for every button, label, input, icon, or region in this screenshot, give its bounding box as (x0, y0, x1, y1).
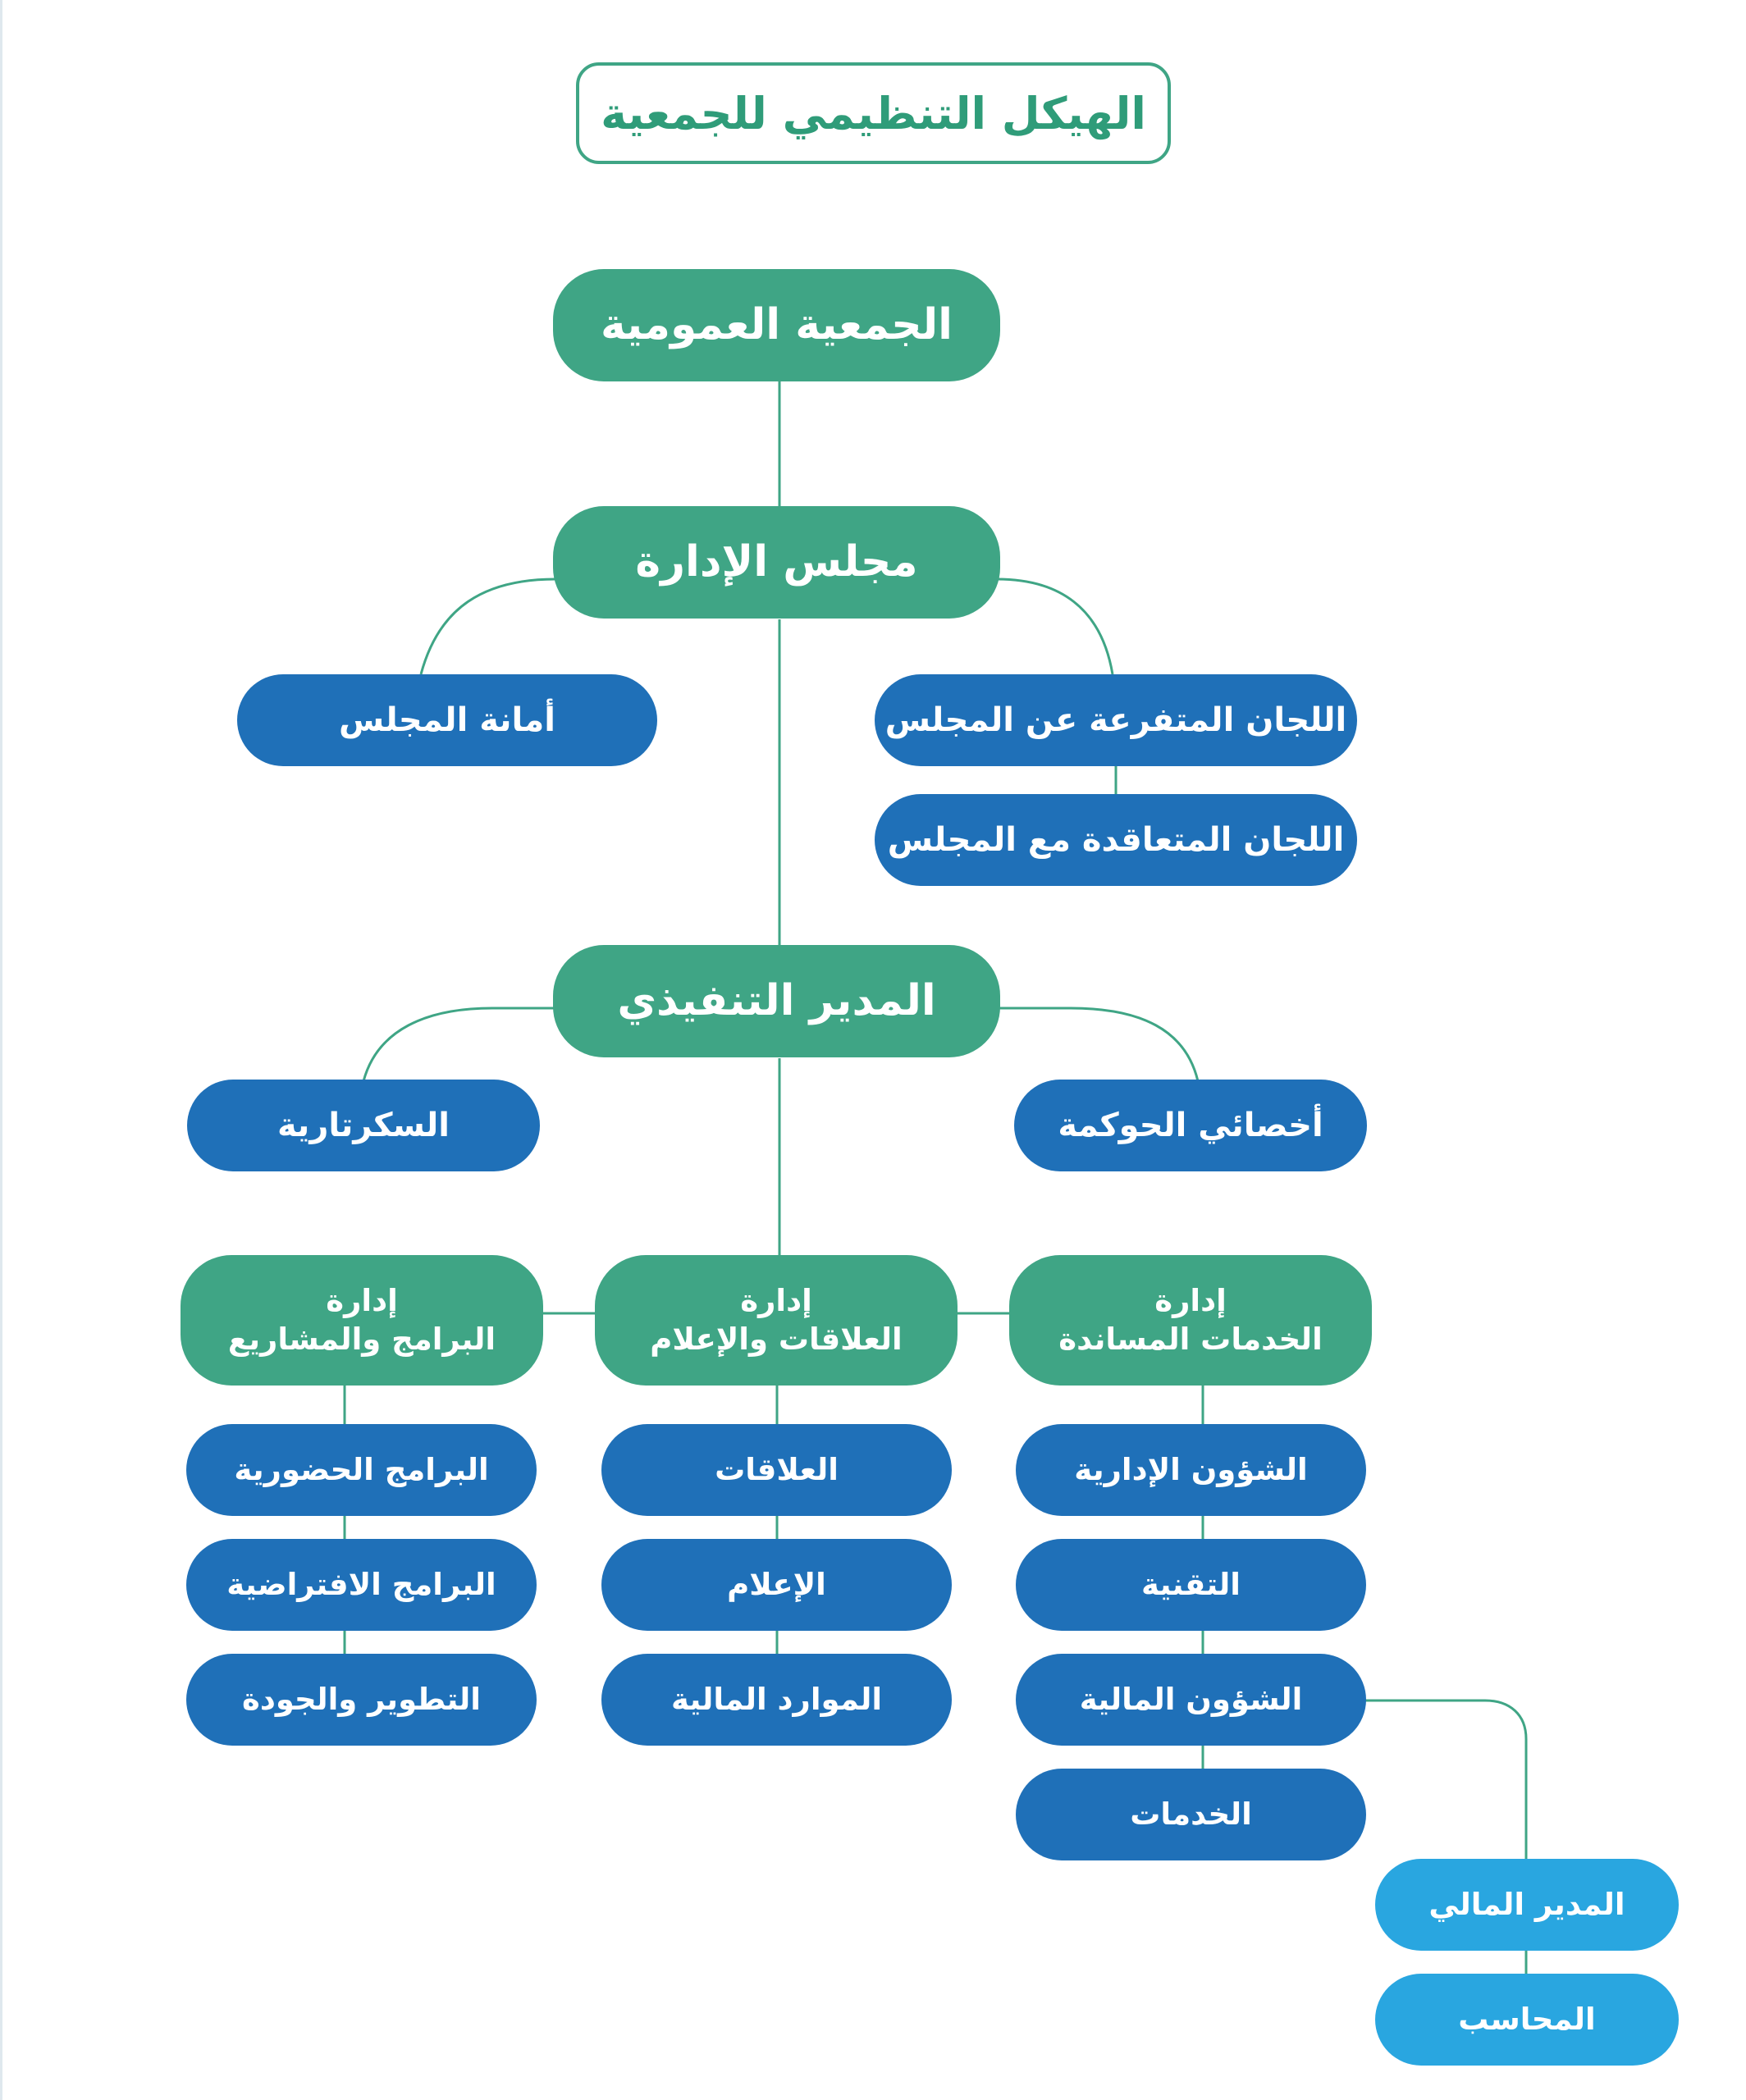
node-technology[interactable]: التقنية (1016, 1539, 1366, 1631)
node-development-quality[interactable]: التطوير والجودة (186, 1654, 537, 1746)
node-development-quality-label: التطوير والجودة (242, 1681, 481, 1717)
node-technology-label: التقنية (1141, 1566, 1241, 1602)
connector-executive-secretariat (362, 1007, 555, 1082)
node-financial-resources-label: الموارد المالية (670, 1681, 883, 1717)
node-secretariat-label: السكرتارية (277, 1107, 450, 1144)
node-relations-department[interactable]: إدارة العلاقات والإعلام (595, 1255, 958, 1386)
node-board-label: مجلس الإدارة (635, 537, 918, 587)
node-media[interactable]: الإعلام (601, 1539, 952, 1631)
node-relations-label: العلاقات (715, 1451, 839, 1487)
node-board-committees[interactable]: اللجان المتفرعة عن المجلس (875, 674, 1357, 766)
node-services[interactable]: الخدمات (1016, 1769, 1366, 1860)
node-executive-director-label: المدير التنفيذي (617, 976, 936, 1025)
node-financial-manager[interactable]: المدير المالي (1375, 1859, 1679, 1951)
node-executive-director[interactable]: المدير التنفيذي (553, 945, 1000, 1057)
connector-executive-governance (997, 1007, 1200, 1082)
left-border (0, 0, 2, 2100)
node-governance-specialist-label: أخصائي الحوكمة (1058, 1107, 1323, 1144)
node-relations[interactable]: العلاقات (601, 1424, 952, 1516)
node-board-secretariat-label: أمانة المجلس (339, 701, 555, 739)
node-in-person-programs[interactable]: البرامج الحضورية (186, 1424, 537, 1516)
node-contracted-committees-label: اللجان المتعاقدة مع المجلس (887, 821, 1345, 859)
node-programs-department[interactable]: إدارة البرامج والمشاريع (181, 1255, 543, 1386)
node-administrative-affairs-label: الشؤون الإدارية (1074, 1451, 1308, 1487)
node-board-secretariat[interactable]: أمانة المجلس (237, 674, 657, 766)
node-relations-department-line1: إدارة (740, 1283, 812, 1319)
node-relations-department-line2: العلاقات والإعلام (650, 1321, 903, 1357)
connector-board-secretariat (419, 578, 556, 675)
node-support-department-line2: الخدمات المساندة (1058, 1321, 1323, 1357)
node-accountant-label: المحاسب (1458, 2001, 1596, 2037)
node-financial-affairs[interactable]: الشؤون المالية (1016, 1654, 1366, 1746)
node-programs-department-line1: إدارة (326, 1283, 398, 1319)
connector-board-committees (996, 578, 1114, 675)
connector-finance-manager (1365, 1699, 1528, 1860)
node-support-department-line1: إدارة (1154, 1283, 1227, 1319)
node-financial-resources[interactable]: الموارد المالية (601, 1654, 952, 1746)
node-general-assembly[interactable]: الجمعية العمومية (553, 269, 1000, 381)
node-media-label: الإعلام (727, 1566, 826, 1602)
node-governance-specialist[interactable]: أخصائي الحوكمة (1014, 1080, 1367, 1171)
node-in-person-programs-label: البرامج الحضورية (234, 1451, 489, 1487)
node-contracted-committees[interactable]: اللجان المتعاقدة مع المجلس (875, 794, 1357, 886)
node-board[interactable]: مجلس الإدارة (553, 506, 1000, 619)
node-board-committees-label: اللجان المتفرعة عن المجلس (884, 701, 1347, 739)
node-accountant[interactable]: المحاسب (1375, 1974, 1679, 2066)
page-title: الهيكل التنظيمي للجمعية (576, 62, 1171, 164)
node-secretariat[interactable]: السكرتارية (187, 1080, 540, 1171)
node-support-department[interactable]: إدارة الخدمات المساندة (1009, 1255, 1372, 1386)
node-general-assembly-label: الجمعية العمومية (600, 300, 953, 349)
node-financial-manager-label: المدير المالي (1428, 1886, 1625, 1922)
node-services-label: الخدمات (1130, 1796, 1252, 1832)
node-administrative-affairs[interactable]: الشؤون الإدارية (1016, 1424, 1366, 1516)
node-virtual-programs-label: البرامج الافتراضية (226, 1566, 496, 1602)
node-virtual-programs[interactable]: البرامج الافتراضية (186, 1539, 537, 1631)
node-financial-affairs-label: الشؤون المالية (1079, 1681, 1303, 1717)
node-programs-department-line2: البرامج والمشاريع (227, 1321, 496, 1357)
